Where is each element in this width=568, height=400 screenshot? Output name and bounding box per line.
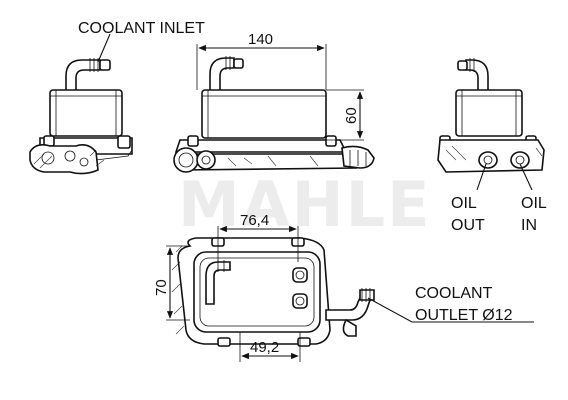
dim-60-label: 60	[343, 107, 360, 124]
front-view-center	[173, 56, 375, 173]
coolant-outlet-label-2: OUTLET Ø12	[415, 307, 513, 324]
plan-view-bottom	[171, 237, 375, 347]
dim-70-label: 70	[153, 279, 170, 296]
coolant-inlet-label: COOLANT INLET	[78, 20, 205, 37]
mahle-watermark: MAHLE	[178, 168, 431, 241]
oil-in-label-1: OIL	[521, 195, 547, 212]
oil-in-leader	[519, 163, 533, 191]
dim-49-label: 49,2	[250, 339, 279, 356]
coolant-outlet-label-1: COOLANT	[415, 285, 493, 302]
coolant-inlet-leader	[97, 33, 111, 63]
side-view-left	[29, 58, 133, 175]
oil-out-leader	[476, 163, 487, 191]
oil-out-label-1: OIL	[451, 195, 477, 212]
coolant-outlet-leader	[367, 297, 534, 323]
oil-in-label-2: IN	[521, 217, 537, 234]
dim-140-label: 140	[248, 31, 273, 48]
oil-out-label-2: OUT	[451, 217, 485, 234]
side-view-right	[437, 58, 545, 173]
dim-76-label: 76,4	[240, 212, 269, 229]
